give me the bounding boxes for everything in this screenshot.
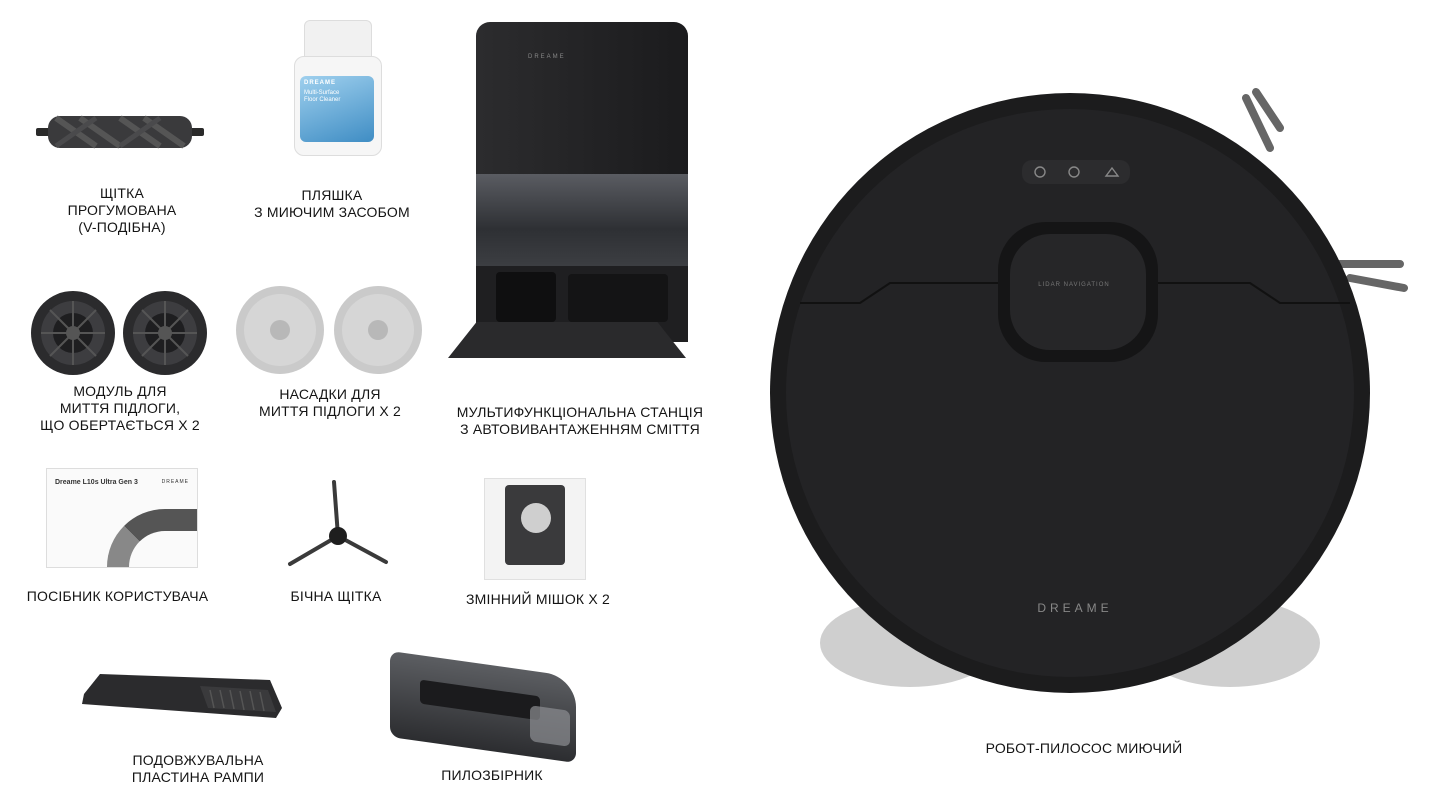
mop-module-image-1	[31, 291, 115, 375]
dust-bag-image	[484, 478, 586, 580]
mop-pad-image-1	[236, 286, 324, 374]
side-brush-image	[288, 480, 388, 566]
cleaner-bottle-label: Пляшка з миючим засобом	[254, 187, 410, 220]
side-brush-label: Бічна щітка	[290, 588, 382, 604]
user-manual-label: Посібник користувача	[26, 588, 209, 604]
robot-brand-text: DREAME	[1037, 601, 1113, 615]
dust-bag-label: Змінний мішок х 2	[466, 591, 610, 607]
roller-brush-image	[36, 115, 204, 149]
manual-brand-text: DREAME	[161, 479, 189, 485]
robot-lidar-text: LIDAR NAVIGATION	[1038, 282, 1110, 288]
robot-vacuum-label: Робот-пилосос миючий	[985, 740, 1183, 756]
mop-pads-label: Насадки для миття підлоги х 2	[259, 386, 401, 419]
mop-modules-label: Модуль для миття підлоги, що обертається…	[40, 383, 200, 433]
dustbin-label: Пилозбірник	[441, 767, 543, 783]
dustbin-image	[390, 650, 580, 764]
user-manual-image: Dreame L10s Ultra Gen 3 DREAME	[46, 468, 198, 568]
bottle-brand-text: DREAME	[304, 80, 337, 86]
base-station-image: DREAME	[448, 22, 690, 362]
mop-pad-image-2	[334, 286, 422, 374]
ramp-extension-image	[82, 674, 282, 718]
base-station-label: Мультифункціональна станція з автовивант…	[456, 404, 704, 437]
roller-brush-label: Щітка прогумована (V-подібна)	[67, 185, 177, 235]
cleaner-bottle-image: DREAME Multi-Surface Floor Cleaner	[294, 20, 382, 156]
robot-vacuum-image	[770, 88, 1408, 693]
manual-title-text: Dreame L10s Ultra Gen 3	[55, 479, 138, 486]
ramp-extension-label: Подовжувальна пластина рампи	[131, 752, 265, 785]
station-brand-text: DREAME	[528, 54, 566, 60]
bottle-product-text: Multi-Surface Floor Cleaner	[304, 90, 341, 103]
mop-module-image-2	[123, 291, 207, 375]
